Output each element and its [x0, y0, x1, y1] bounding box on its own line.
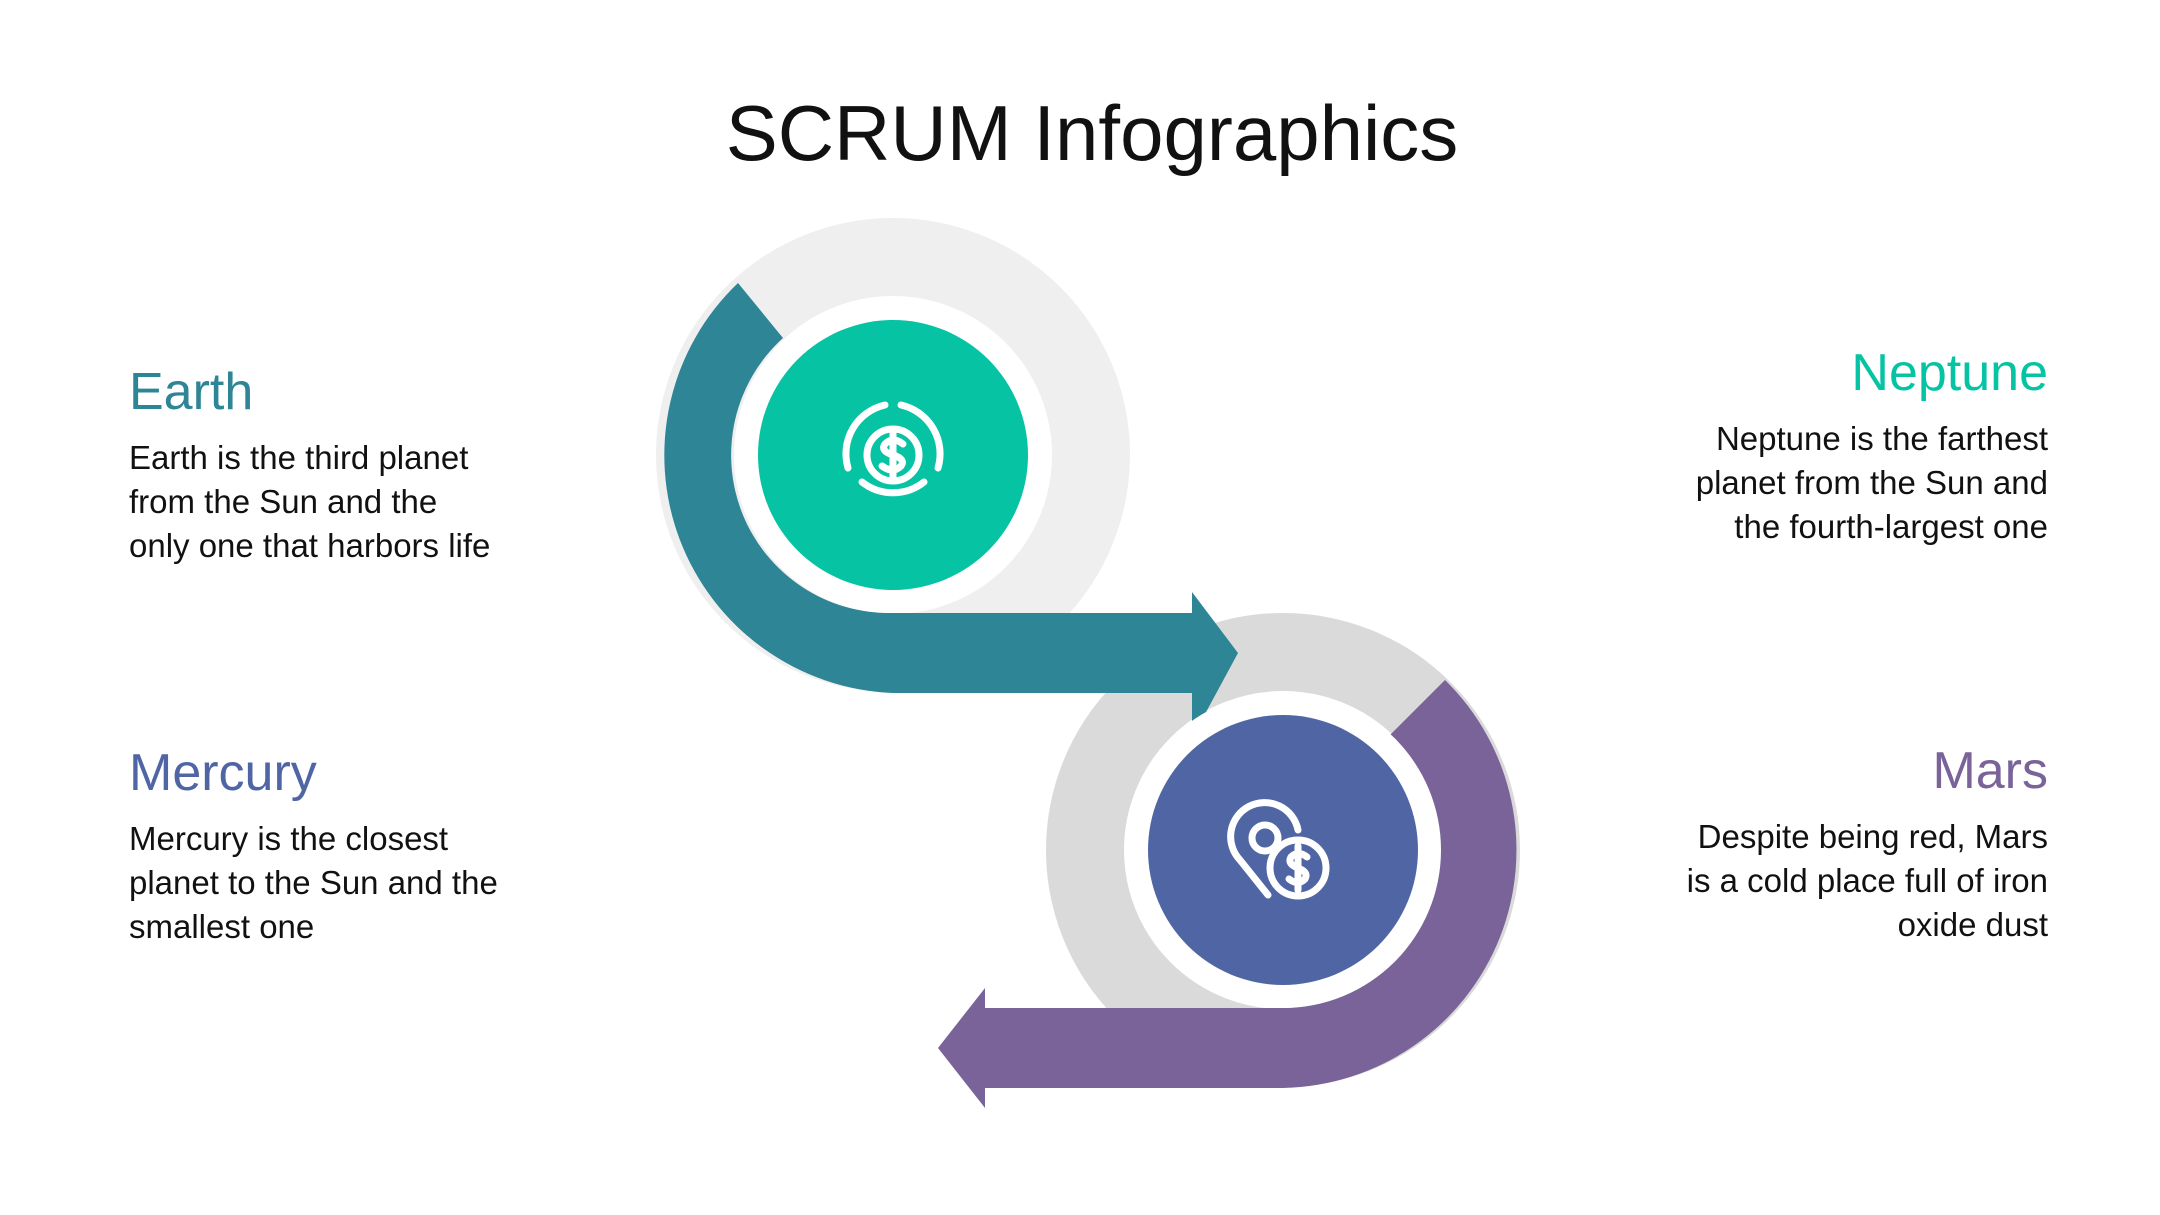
earth-arrow [664, 283, 1238, 738]
mercury-line: planet to the Sun and the [129, 864, 498, 901]
dollar-target-icon [842, 401, 944, 497]
mars-line: oxide dust [1897, 906, 2048, 943]
mercury-block: Mercury Mercury is the closest planet to… [129, 743, 689, 949]
neptune-line: Neptune is the farthest [1715, 420, 2048, 457]
neptune-line: planet from the Sun and [1695, 464, 2048, 501]
earth-heading: Earth [129, 363, 254, 421]
mercury-line: smallest one [129, 908, 315, 945]
mars-description: Despite being red, Mars is a cold place … [1488, 815, 2048, 947]
neptune-heading: Neptune [1851, 344, 2048, 402]
mercury-heading: Mercury [129, 744, 317, 802]
neptune-description: Neptune is the farthest planet from the … [1488, 417, 2048, 549]
location-dollar-icon [1227, 799, 1330, 900]
mercury-line: Mercury is the closest [129, 820, 449, 857]
mars-arrow [938, 680, 1517, 1108]
earth-line: from the Sun and the [129, 483, 438, 520]
page-title: SCRUM Infographics [725, 89, 1459, 177]
mars-heading: Mars [1932, 742, 2048, 800]
neptune-line: the fourth-largest one [1734, 508, 2048, 545]
neptune-block: Neptune Neptune is the farthest planet f… [1488, 343, 2048, 549]
mercury-description: Mercury is the closest planet to the Sun… [129, 817, 689, 949]
earth-description: Earth is the third planet from the Sun a… [129, 436, 689, 568]
mars-line: is a cold place full of iron [1686, 862, 2048, 899]
earth-block: Earth Earth is the third planet from the… [129, 362, 689, 568]
mars-block: Mars Despite being red, Mars is a cold p… [1488, 741, 2048, 947]
earth-line: Earth is the third planet [129, 439, 469, 476]
mars-line: Despite being red, Mars [1697, 818, 2048, 855]
earth-line: only one that harbors life [129, 527, 491, 564]
